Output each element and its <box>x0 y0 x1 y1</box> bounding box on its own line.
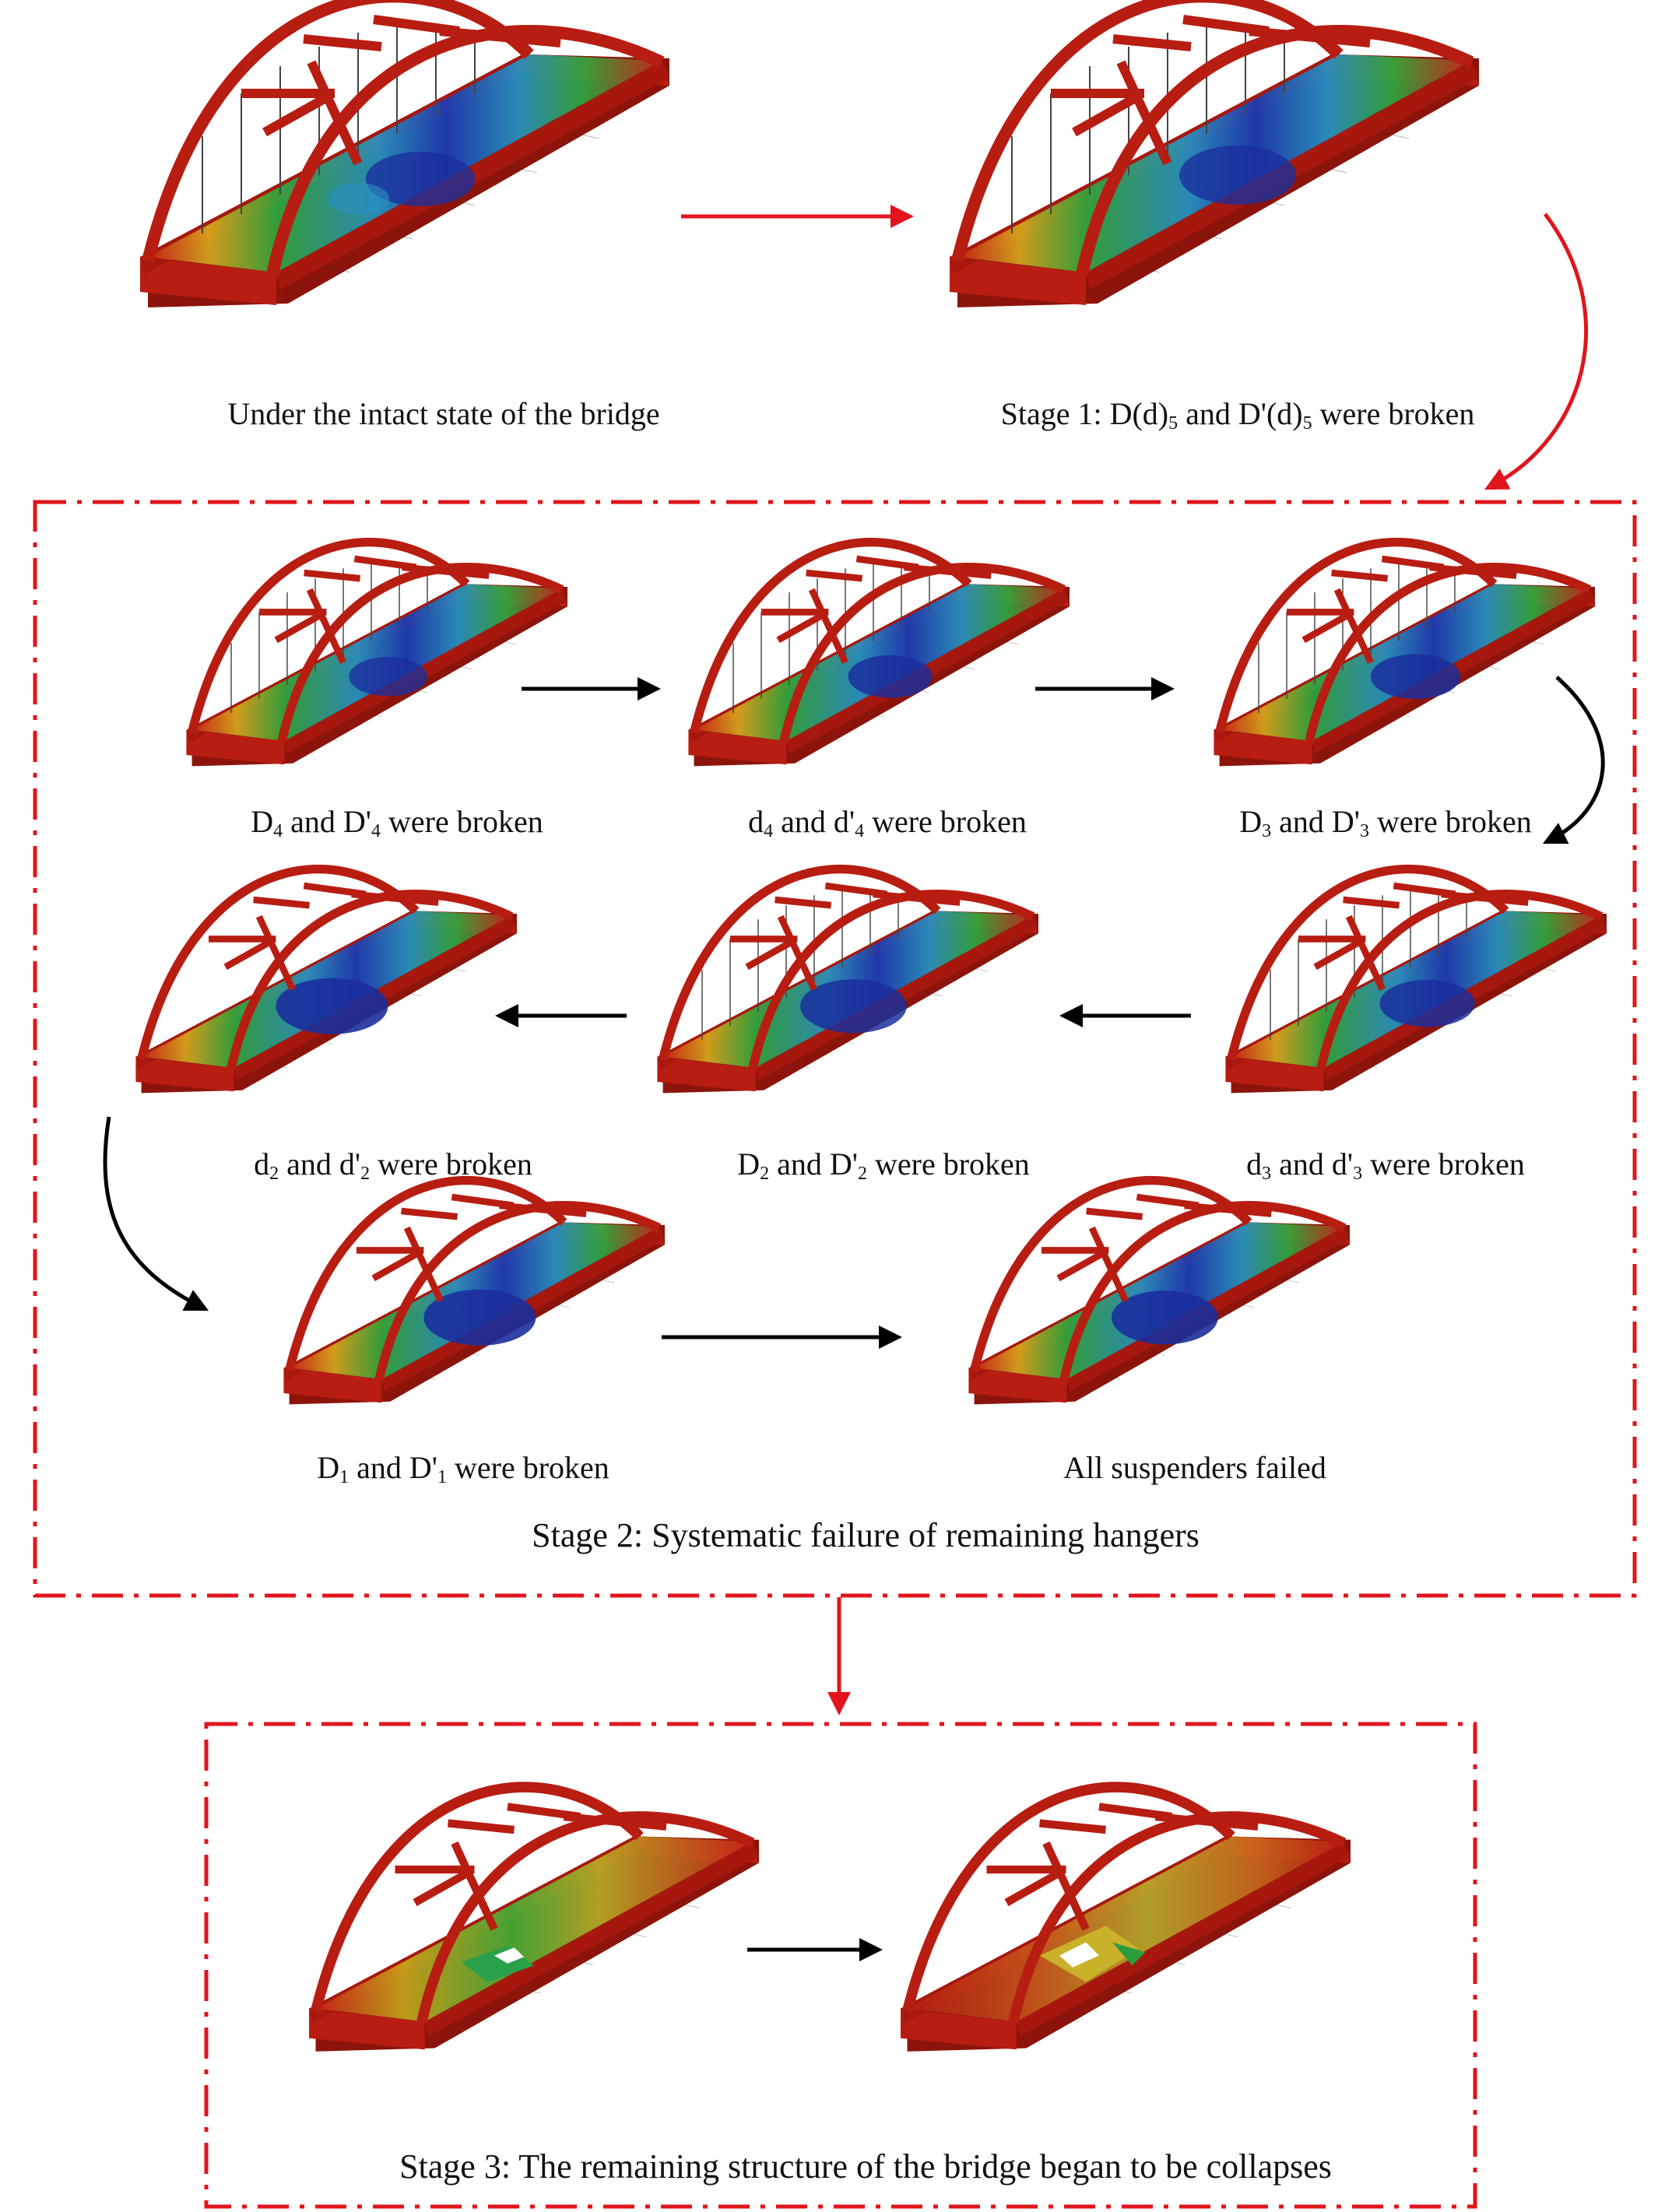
step-mid: and D' <box>769 1146 858 1181</box>
bridge-collapse-start-model <box>308 1787 760 2052</box>
step-mid: and d' <box>773 804 855 839</box>
step-pre: D <box>737 1146 760 1181</box>
step-pre: D <box>317 1450 340 1485</box>
step-sub: 2 <box>760 1164 770 1184</box>
caption-stage1-sub1: 5 <box>1168 413 1178 434</box>
step-sub: 4 <box>273 821 283 841</box>
step-sub: 1 <box>339 1467 350 1487</box>
step-sub2: 3 <box>1353 1164 1363 1184</box>
caption-step-D3: D3 and D'3 were broken <box>1239 803 1532 842</box>
arrow-stage1-to-stage2 <box>1484 212 1588 490</box>
step-sub: 4 <box>764 821 774 841</box>
step-sub2: 4 <box>371 821 381 841</box>
step-pre: D <box>251 804 274 839</box>
caption-stage1-sub2: 5 <box>1302 413 1312 434</box>
bridge-D3-model <box>1214 542 1596 767</box>
step-pre: d <box>1246 1146 1263 1181</box>
caption-step-D2: D2 and D'2 were broken <box>737 1146 1030 1185</box>
caption-stage1-post: were broken <box>1312 396 1475 431</box>
step-mid: and D' <box>283 804 371 839</box>
step-sub2: 3 <box>1359 821 1369 841</box>
step-pre: d <box>254 1146 270 1181</box>
step-sub2: 2 <box>360 1164 371 1184</box>
caption-step-d2: d2 and d'2 were broken <box>254 1146 532 1185</box>
bridge-d3-model <box>1225 869 1607 1094</box>
caption-step-D1: D1 and D'1 were broken <box>317 1449 609 1488</box>
bridge-D2-model <box>657 869 1039 1094</box>
caption-stage1-mid: and D'(d) <box>1178 396 1303 431</box>
step-post: were broken <box>1368 804 1532 839</box>
stage2-title-text: Stage 2: Systematic failure of remaining… <box>532 1516 1200 1554</box>
caption-all-failed: All suspenders failed <box>1063 1449 1326 1486</box>
step-post: were broken <box>446 1450 609 1485</box>
step-mid: and d' <box>279 1146 361 1181</box>
step-sub: 3 <box>1262 1164 1272 1184</box>
caption-stage1-pre: Stage 1: D(d) <box>1000 396 1169 431</box>
stage3-title-text: Stage 3: The remaining structure of the … <box>399 2147 1332 2186</box>
step-pre: D <box>1239 804 1263 839</box>
caption-intact: Under the intact state of the bridge <box>227 395 659 432</box>
caption-step-D4: D4 and D'4 were broken <box>251 803 543 842</box>
caption-step-d3: d3 and d'3 were broken <box>1246 1146 1525 1185</box>
step-mid: and D' <box>349 1450 437 1485</box>
bridge-collapse-progress-model <box>900 1787 1351 2052</box>
step-mid: and d' <box>1271 1146 1354 1181</box>
caption-intact-text: Under the intact state of the bridge <box>227 396 660 431</box>
bridge-intact-model <box>139 0 670 308</box>
bridge-d4-model <box>688 542 1070 767</box>
caption-step-d4: d4 and d'4 were broken <box>748 803 1027 842</box>
caption-all-failed-text: All suspenders failed <box>1063 1450 1326 1485</box>
step-post: were broken <box>370 1146 532 1181</box>
step-post: were broken <box>866 1146 1030 1181</box>
step-pre: d <box>748 804 764 839</box>
step-post: were broken <box>864 804 1027 839</box>
step-sub: 2 <box>269 1164 279 1184</box>
step-sub: 3 <box>1262 821 1272 841</box>
bridge-D4-model <box>186 542 568 767</box>
arrow-row1-to-row2 <box>1542 676 1605 844</box>
step-mid: and D' <box>1271 804 1360 839</box>
step-sub2: 4 <box>855 821 865 841</box>
step-post: were broken <box>380 804 543 839</box>
bridge-D1-model <box>283 1181 666 1405</box>
bridge-stage1-model <box>949 0 1480 308</box>
stage3-title: Stage 3: The remaining structure of the … <box>399 2147 1332 2186</box>
bridge-d2-model <box>135 869 518 1094</box>
step-post: were broken <box>1362 1146 1525 1181</box>
stage2-frame <box>33 500 1637 1598</box>
step-sub2: 2 <box>857 1164 867 1184</box>
bridge-all-failed-model <box>968 1181 1351 1405</box>
caption-stage1: Stage 1: D(d)5 and D'(d)5 were broken <box>1001 395 1475 434</box>
arrow-row2-to-row3 <box>103 1116 209 1311</box>
step-sub2: 1 <box>437 1467 447 1487</box>
stage3-frame <box>204 1722 1477 2209</box>
stage2-title: Stage 2: Systematic failure of remaining… <box>532 1515 1200 1555</box>
